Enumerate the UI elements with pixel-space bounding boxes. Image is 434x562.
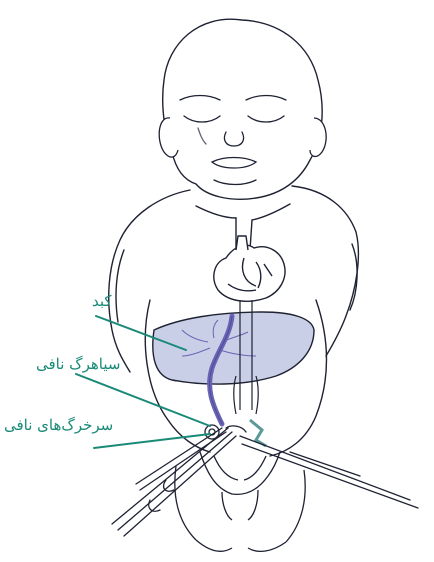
clavicle-right <box>252 204 290 220</box>
diaper-area <box>175 452 305 551</box>
clavicle-left <box>196 206 236 218</box>
umbilical-vein-label: سیاهرگ نافی <box>36 355 120 373</box>
liver-label: کبد <box>92 292 112 310</box>
infant-head <box>163 19 322 199</box>
heart <box>214 236 285 301</box>
umbilical-arteries-leader <box>94 434 210 448</box>
surgical-instruments <box>112 426 418 536</box>
umbilical-arteries-label: سرخرگ‌های نافی <box>4 416 113 434</box>
